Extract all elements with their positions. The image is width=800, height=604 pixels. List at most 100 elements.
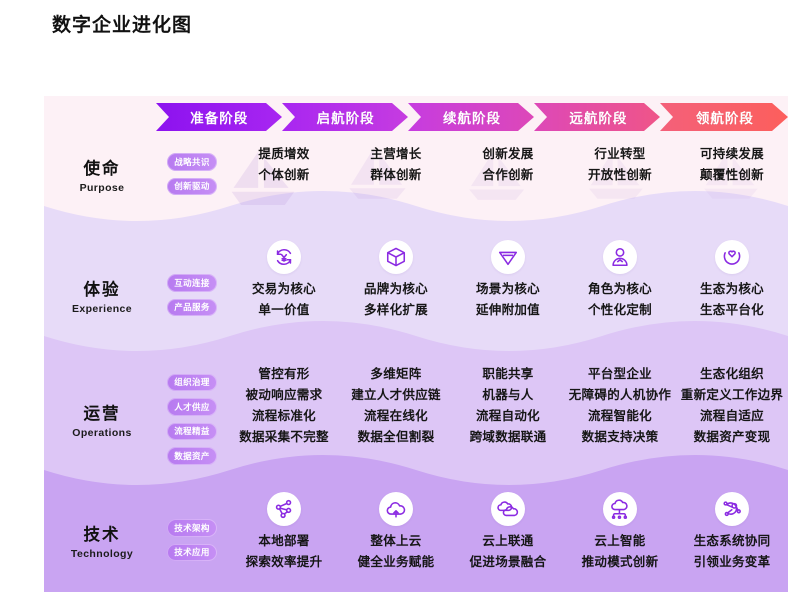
- cell-line: 单一价值: [258, 303, 310, 317]
- tag[interactable]: 战略共识: [167, 153, 217, 171]
- band-experience: [44, 191, 788, 359]
- tag[interactable]: 技术应用: [167, 543, 217, 561]
- cell: 本地部署 探索效率提升: [228, 490, 340, 590]
- cell: 多维矩阵 建立人才供应链 流程在线化 数据全但割裂: [340, 354, 452, 484]
- row-tags-experience: 互动连接 产品服务: [156, 236, 228, 354]
- cell-line: 被动响应需求: [245, 388, 323, 402]
- row-cells-technology: 本地部署 探索效率提升 整体上云 健全业务赋能: [228, 490, 788, 590]
- cell-line: 流程自适应: [699, 409, 764, 423]
- cell-line: 个性化定制: [587, 303, 652, 317]
- stage-labels: 准备阶段 启航阶段 续航阶段 远航阶段 领航阶段: [156, 103, 788, 131]
- row-title-cn: 体验: [83, 280, 121, 299]
- tag[interactable]: 创新驱动: [167, 177, 217, 195]
- cloud-upload-icon: [379, 492, 413, 526]
- cell-line: 提质增效: [258, 147, 310, 161]
- cell-line: 建立人才供应链: [351, 388, 441, 402]
- row-header-experience: 体验 Experience: [44, 236, 156, 354]
- cell: 生态化组织 重新定义工作边界 流程自适应 数据资产变现: [676, 354, 788, 484]
- cell-line: 行业转型: [594, 147, 646, 161]
- cell: 行业转型 开放性创新: [564, 138, 676, 210]
- cell-line: 引领业务变革: [693, 555, 771, 569]
- row-title-cn: 运营: [83, 404, 121, 423]
- cell-line: 群体创新: [370, 168, 422, 182]
- row-cells-operations: 管控有形 被动响应需求 流程标准化 数据采集不完整 多维矩阵 建立人才供应链 流…: [228, 354, 788, 484]
- cell: 场景为核心 延伸附加值: [452, 236, 564, 354]
- cell-line: 管控有形: [258, 367, 310, 381]
- cell: 创新发展 合作创新: [452, 138, 564, 210]
- cell-line: 多样化扩展: [363, 303, 428, 317]
- tag[interactable]: 人才供应: [167, 398, 217, 416]
- cell-line: 跨域数据联通: [469, 430, 547, 444]
- row-title-en: Purpose: [79, 181, 125, 194]
- cell-line: 本地部署: [258, 534, 310, 548]
- cell-line: 角色为核心: [587, 282, 652, 296]
- cell: 生态为核心 生态平台化: [676, 236, 788, 354]
- cell-line: 数据资产变现: [693, 430, 771, 444]
- cell-line: 可持续发展: [699, 147, 764, 161]
- cell: 职能共享 机器与人 流程自动化 跨域数据联通: [452, 354, 564, 484]
- cell-line: 主营增长: [370, 147, 422, 161]
- cell-line: 机器与人: [482, 388, 534, 402]
- stage-arrow-ribbon: [156, 103, 788, 131]
- cell: 整体上云 健全业务赋能: [340, 490, 452, 590]
- cell-line: 数据采集不完整: [239, 430, 329, 444]
- stage-label-2[interactable]: 启航阶段: [316, 111, 375, 126]
- row-cells-experience: 交易为核心 单一价值 品牌为核心 多样化扩展: [228, 236, 788, 354]
- cell-line: 促进场景融合: [469, 555, 547, 569]
- band-operations: [44, 321, 788, 493]
- stage-label-3[interactable]: 续航阶段: [443, 111, 502, 126]
- tag[interactable]: 组织治理: [167, 373, 217, 391]
- row-operations: 运营 Operations 组织治理 人才供应 流程精益 数据资产 管控有形 被…: [44, 354, 788, 484]
- row-title-cn: 使命: [83, 159, 121, 178]
- band-technology: [44, 455, 788, 592]
- cell: 品牌为核心 多样化扩展: [340, 236, 452, 354]
- cell-line: 延伸附加值: [475, 303, 540, 317]
- tag[interactable]: 流程精益: [167, 422, 217, 440]
- cell: 角色为核心 个性化定制: [564, 236, 676, 354]
- cell-line: 流程在线化: [363, 409, 428, 423]
- yuan-refresh-icon: [267, 240, 301, 274]
- cell-line: 交易为核心: [251, 282, 316, 296]
- cell-line: 云上智能: [594, 534, 646, 548]
- cell-line: 流程智能化: [587, 409, 652, 423]
- page-title: 数字企业进化图: [52, 15, 193, 36]
- cell: 主营增长 群体创新: [340, 138, 452, 210]
- tag[interactable]: 互动连接: [167, 274, 217, 292]
- gem-icon: [491, 240, 525, 274]
- cell-line: 生态为核心: [699, 282, 764, 296]
- cell-line: 探索效率提升: [245, 555, 323, 569]
- row-title-en: Operations: [72, 426, 132, 439]
- row-title-en: Technology: [70, 547, 134, 560]
- cell-line: 推动模式创新: [581, 555, 659, 569]
- row-tags-operations: 组织治理 人才供应 流程精益 数据资产: [156, 354, 228, 484]
- cell: 交易为核心 单一价值: [228, 236, 340, 354]
- cell-line: 职能共享: [482, 367, 534, 381]
- tag[interactable]: 产品服务: [167, 298, 217, 316]
- stage-label-4[interactable]: 远航阶段: [569, 111, 628, 126]
- cell-line: 颠覆性创新: [699, 168, 764, 182]
- cell-line: 多维矩阵: [370, 367, 422, 381]
- cell-line: 平台型企业: [587, 367, 652, 381]
- cell: 云上联通 促进场景融合: [452, 490, 564, 590]
- tag[interactable]: 数据资产: [167, 447, 217, 465]
- cell-line: 合作创新: [482, 168, 534, 182]
- cell: 云上智能 推动模式创新: [564, 490, 676, 590]
- double-cloud-icon: [491, 492, 525, 526]
- cell-line: 创新发展: [482, 147, 534, 161]
- stage-label-5[interactable]: 领航阶段: [695, 111, 754, 126]
- stage-label-1[interactable]: 准备阶段: [190, 111, 249, 126]
- cell-line: 生态平台化: [699, 303, 764, 317]
- network-nodes-icon: [267, 492, 301, 526]
- tag[interactable]: 技术架构: [167, 519, 217, 537]
- cell: 可持续发展 颠覆性创新: [676, 138, 788, 210]
- cell-line: 整体上云: [370, 534, 422, 548]
- cell-line: 数据全但割裂: [357, 430, 435, 444]
- cell: 提质增效 个体创新: [228, 138, 340, 210]
- cell: 生态系统协同 引领业务变革: [676, 490, 788, 590]
- background-bands: [44, 96, 788, 592]
- row-experience: 体验 Experience 互动连接 产品服务: [44, 236, 788, 354]
- row-header-technology: 技术 Technology: [44, 490, 156, 590]
- evolution-chart: 准备阶段 启航阶段 续航阶段 远航阶段 领航阶段 使命 Purpose 战略共识…: [44, 96, 788, 592]
- person-icon: [603, 240, 637, 274]
